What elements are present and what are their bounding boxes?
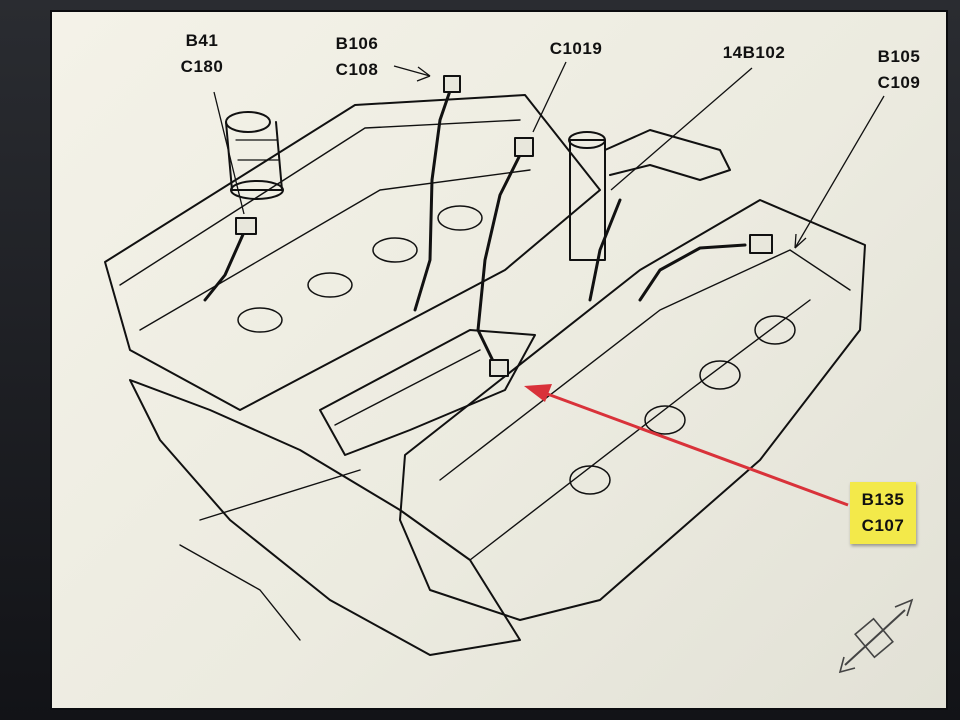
leader-b105: [794, 95, 885, 249]
arrowhead-b106: [416, 66, 431, 82]
arrowhead-b105: [794, 233, 807, 249]
connector-b135: [489, 359, 509, 377]
resize-arrow-icon: [838, 598, 914, 674]
intake-runner: [319, 329, 536, 456]
leader-b106: [393, 65, 431, 77]
callout-b106-c108: B106 C108: [335, 34, 379, 79]
harness-b106: [413, 83, 454, 312]
callout-b135-c107: B135 C107: [861, 490, 905, 535]
leader-b41: [213, 91, 245, 215]
connector-b106: [443, 75, 461, 93]
leader-c1019: [532, 61, 567, 133]
highlight-callout: B135 C107: [850, 482, 916, 544]
harness-c1019: [476, 143, 527, 367]
harness-b105: [638, 243, 747, 302]
connector-c1019: [514, 137, 534, 157]
callout-b41-c180: B41 C180: [180, 31, 224, 76]
lower-block: [129, 379, 521, 656]
right-valve-cover: [399, 199, 866, 621]
harness-b41: [203, 228, 247, 302]
leader-lines: [213, 61, 885, 249]
connector-b105: [749, 234, 773, 254]
oil-filler-cap: [225, 111, 284, 200]
connector-b41: [235, 217, 257, 235]
callout-14b102: 14B102: [722, 43, 786, 62]
callout-b105-c109: B105 C109: [877, 47, 921, 92]
leader-14b102: [610, 67, 753, 191]
harness-14b102: [588, 198, 622, 302]
red-pointer-arrow: [524, 384, 849, 507]
right-cover-ports: [569, 315, 796, 495]
thermostat-housing: [568, 129, 731, 261]
left-valve-cover: [104, 94, 601, 411]
left-cover-ports: [237, 205, 483, 333]
callout-c1019: C1019: [549, 39, 603, 58]
